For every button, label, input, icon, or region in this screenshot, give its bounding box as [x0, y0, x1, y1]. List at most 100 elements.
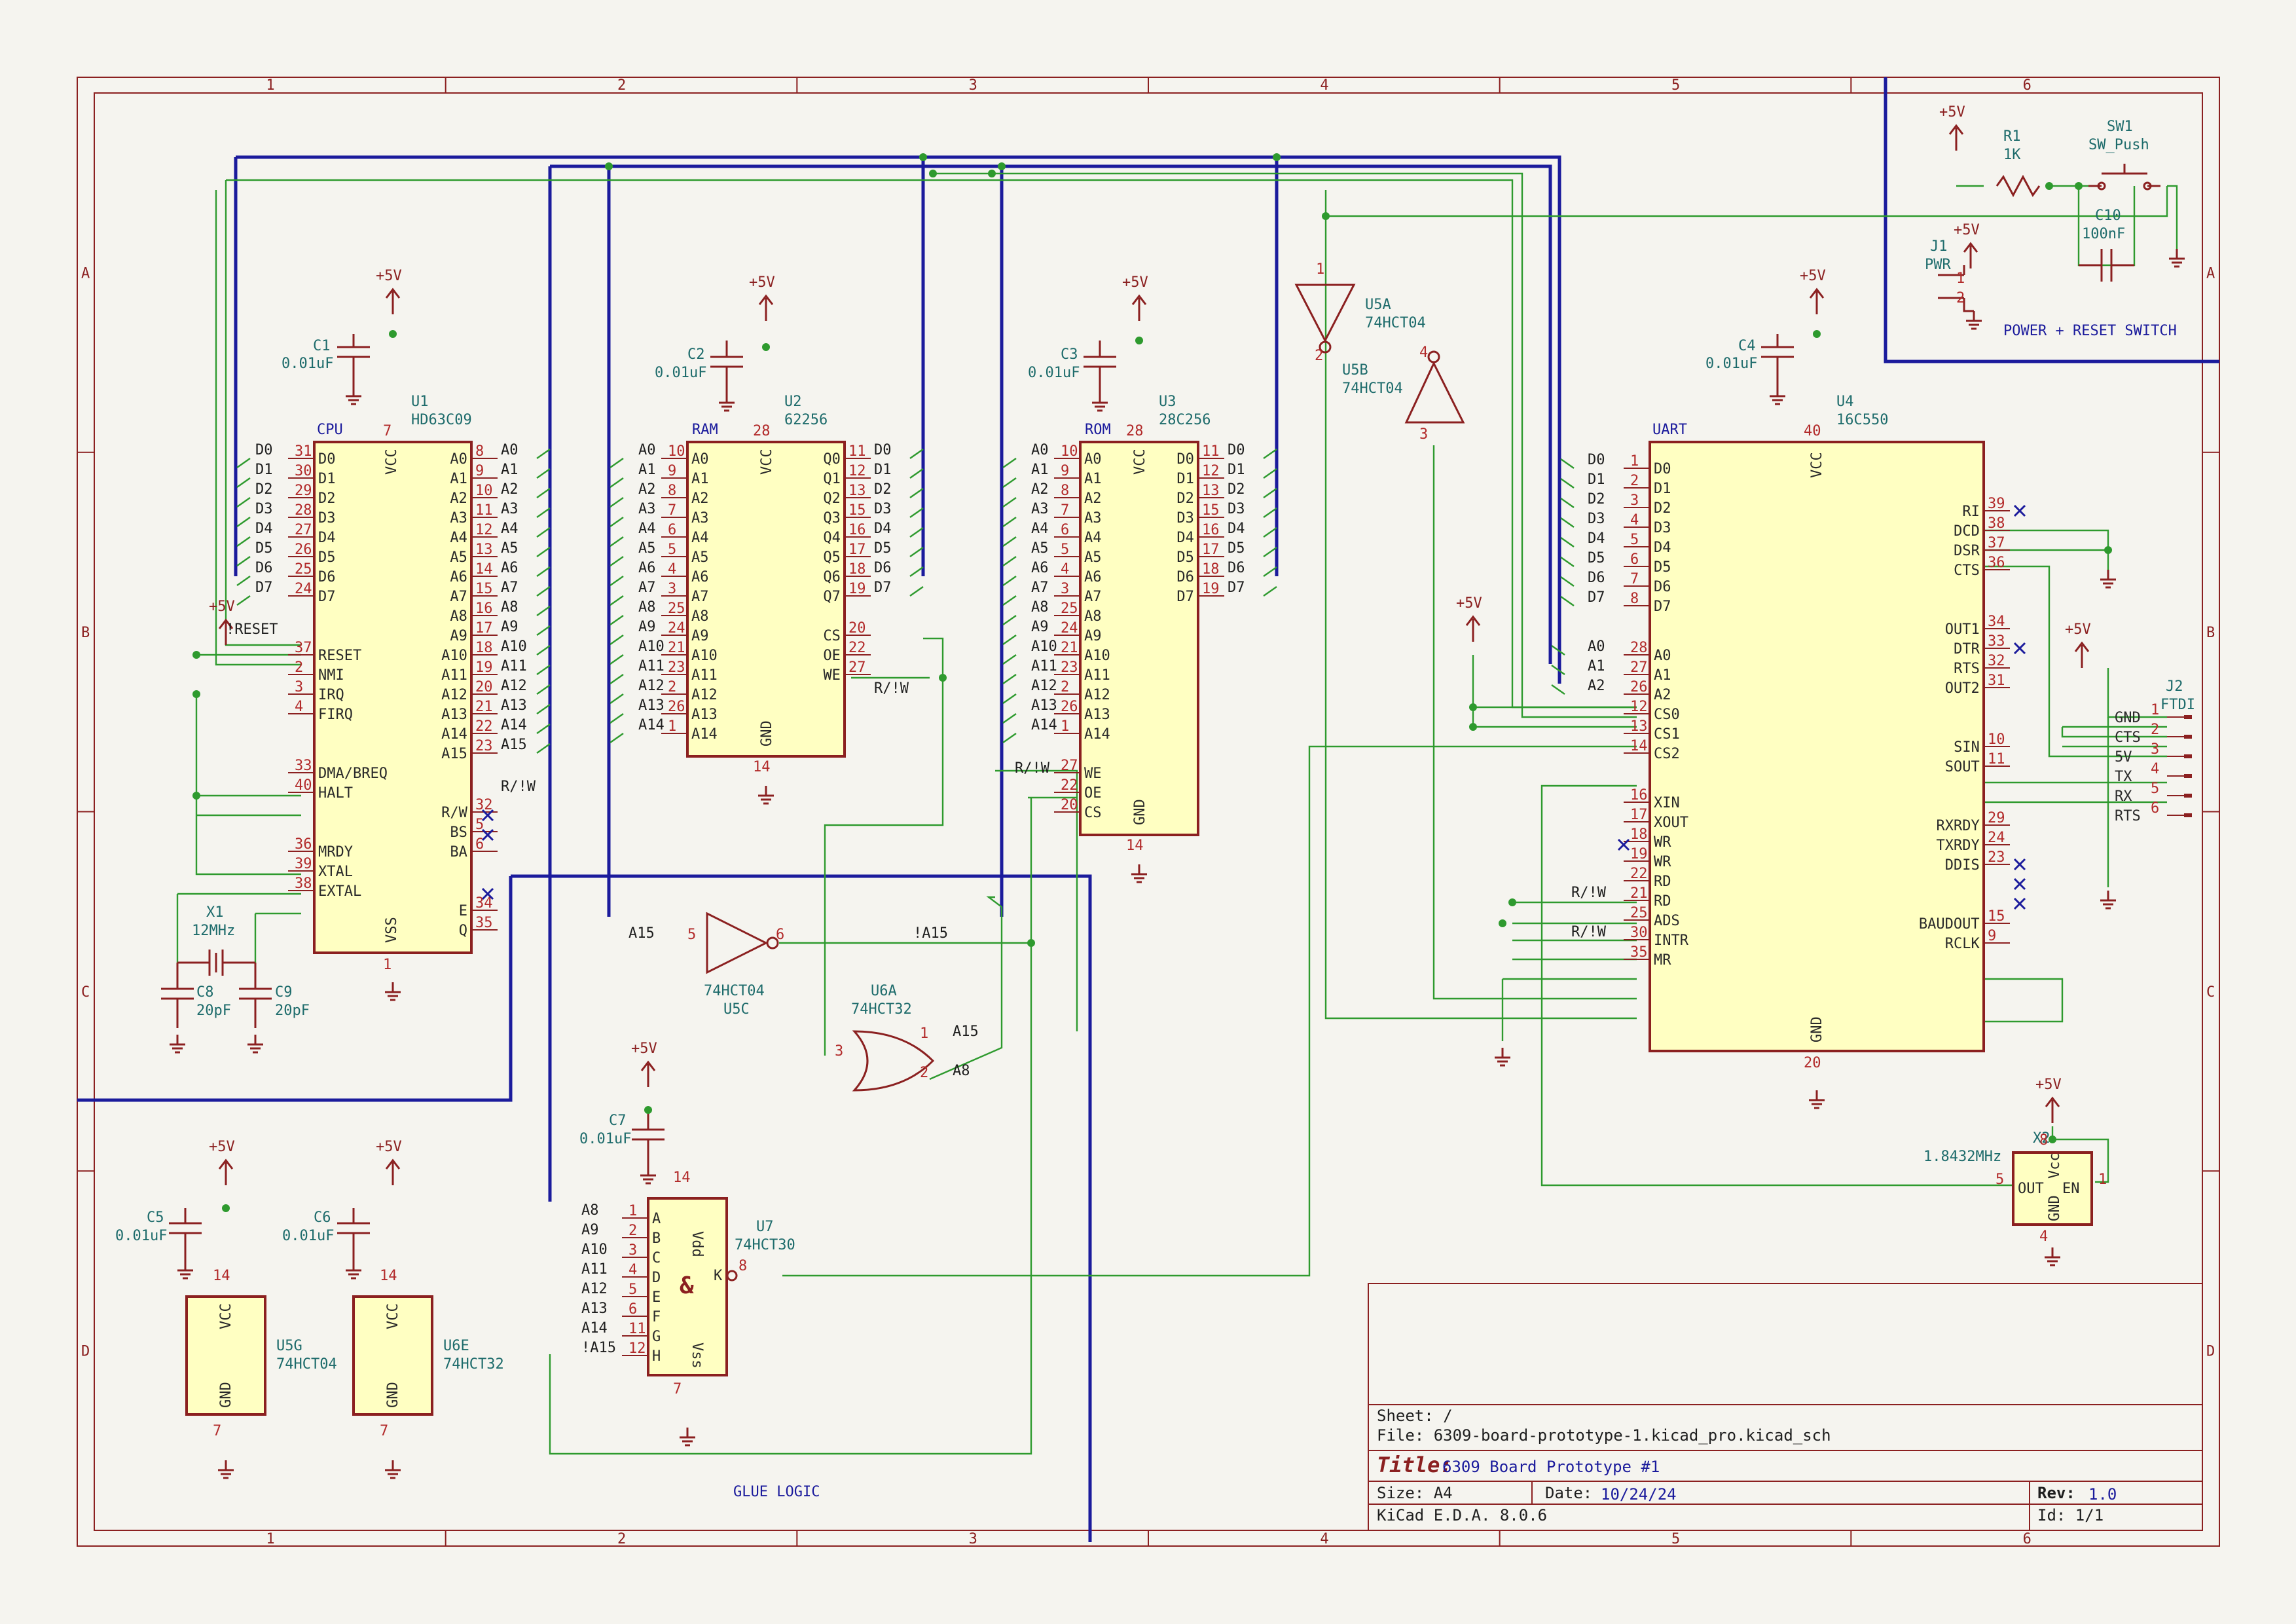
svg-text:A11: A11: [1084, 667, 1110, 684]
svg-text:29: 29: [1988, 810, 2005, 826]
svg-text:INTR: INTR: [1654, 932, 1689, 949]
vcc-symbol: +5V: [1122, 274, 1148, 321]
svg-text:5: 5: [1061, 542, 1069, 558]
svg-text:A2: A2: [1084, 490, 1102, 507]
svg-text:17: 17: [848, 542, 866, 558]
svg-text:D5: D5: [1228, 540, 1245, 557]
svg-text:5: 5: [687, 927, 696, 943]
junction-dot: [192, 690, 200, 698]
svg-text:A0: A0: [501, 442, 519, 458]
svg-text:C4: C4: [1738, 338, 1756, 354]
svg-text:+5V: +5V: [1954, 222, 1980, 238]
svg-text:D6: D6: [874, 560, 892, 576]
svg-text:D3: D3: [318, 510, 336, 526]
svg-text:D3: D3: [1588, 511, 1605, 527]
gate-pin-numbers: 1 2 4 3 5 6 1 2 3 14 7 14 7: [213, 261, 1428, 1439]
svg-text:18: 18: [1630, 826, 1648, 843]
svg-text:D6: D6: [1176, 569, 1194, 585]
svg-text:74HCT04: 74HCT04: [1365, 315, 1426, 331]
gnd-symbol: [177, 1261, 193, 1280]
svg-text:SW_Push: SW_Push: [2088, 137, 2149, 153]
svg-text:C5: C5: [147, 1209, 164, 1226]
svg-text:RI: RI: [1962, 504, 1980, 520]
svg-text:1: 1: [920, 1025, 928, 1042]
u5a-inverter: U5A 74HCT04: [1294, 284, 1426, 354]
svg-text:28: 28: [295, 502, 312, 519]
svg-text:27: 27: [1061, 758, 1078, 774]
junction-dot: [1508, 898, 1516, 906]
svg-text:A12: A12: [1084, 687, 1110, 703]
svg-text:&: &: [680, 1272, 694, 1299]
svg-text:CTS: CTS: [2115, 729, 2141, 746]
svg-text:J1: J1: [1930, 238, 1948, 255]
svg-text:D7: D7: [1176, 589, 1194, 605]
svg-text:A1: A1: [1588, 658, 1605, 674]
svg-text:9: 9: [1061, 463, 1069, 479]
svg-text:15: 15: [1988, 908, 2005, 925]
svg-text:A4: A4: [691, 530, 709, 546]
svg-text:A1: A1: [450, 471, 467, 487]
svg-text:DCD: DCD: [1954, 523, 1980, 540]
svg-text:10: 10: [668, 443, 685, 460]
svg-text:1: 1: [668, 718, 676, 735]
svg-text:74HCT32: 74HCT32: [851, 1001, 912, 1018]
gnd-symbol: [719, 393, 735, 412]
svg-text:C2: C2: [687, 346, 705, 363]
tb-rev-label: Rev:: [2037, 1484, 2075, 1502]
tb-tool: KiCad E.D.A. 8.0.6: [1377, 1506, 1547, 1524]
svg-text:+5V: +5V: [1939, 104, 1965, 120]
svg-text:8: 8: [668, 483, 676, 499]
svg-text:D1: D1: [1176, 471, 1194, 487]
svg-text:36: 36: [295, 836, 312, 853]
svg-text:D1: D1: [874, 462, 892, 478]
svg-text:15: 15: [475, 581, 493, 597]
svg-text:20: 20: [475, 679, 493, 695]
svg-text:+5V: +5V: [1122, 274, 1148, 291]
svg-text:D7: D7: [1654, 599, 1671, 615]
svg-text:CS: CS: [1084, 805, 1102, 821]
svg-text:A0: A0: [1084, 451, 1102, 468]
frame-col-label: 3: [969, 1531, 977, 1547]
svg-text:A4: A4: [1084, 530, 1102, 546]
svg-text:D2: D2: [1176, 490, 1194, 507]
junction-dot: [222, 1204, 230, 1212]
svg-text:+5V: +5V: [209, 1139, 235, 1155]
svg-text:Q5: Q5: [823, 549, 841, 566]
svg-text:37: 37: [1988, 535, 2005, 551]
gnd-symbol: [247, 1035, 263, 1054]
svg-text:A6: A6: [691, 569, 709, 585]
frame-row-label: B: [2206, 625, 2215, 641]
svg-text:C: C: [652, 1250, 661, 1266]
svg-text:35: 35: [1630, 944, 1648, 961]
svg-text:IRQ: IRQ: [318, 687, 344, 703]
svg-text:+5V: +5V: [376, 268, 402, 284]
svg-text:8: 8: [738, 1258, 747, 1274]
svg-text:OE: OE: [823, 648, 841, 664]
svg-text:4: 4: [2039, 1228, 2048, 1245]
svg-text:D6: D6: [1588, 570, 1605, 586]
svg-text:A8: A8: [1084, 608, 1102, 625]
frame-col-label: 5: [1671, 1531, 1680, 1547]
power-symbols: +5V+5V+5V+5V+5V+5V+5V+5V+5V+5V+5V+5V+5V: [170, 104, 2185, 1479]
svg-text:12: 12: [1630, 699, 1648, 715]
svg-text:RESET: RESET: [318, 648, 361, 664]
svg-text:C1: C1: [313, 338, 331, 354]
svg-text:Q1: Q1: [823, 471, 841, 487]
svg-text:22: 22: [848, 640, 866, 656]
svg-text:30: 30: [1630, 925, 1648, 941]
svg-text:A0: A0: [691, 451, 709, 468]
